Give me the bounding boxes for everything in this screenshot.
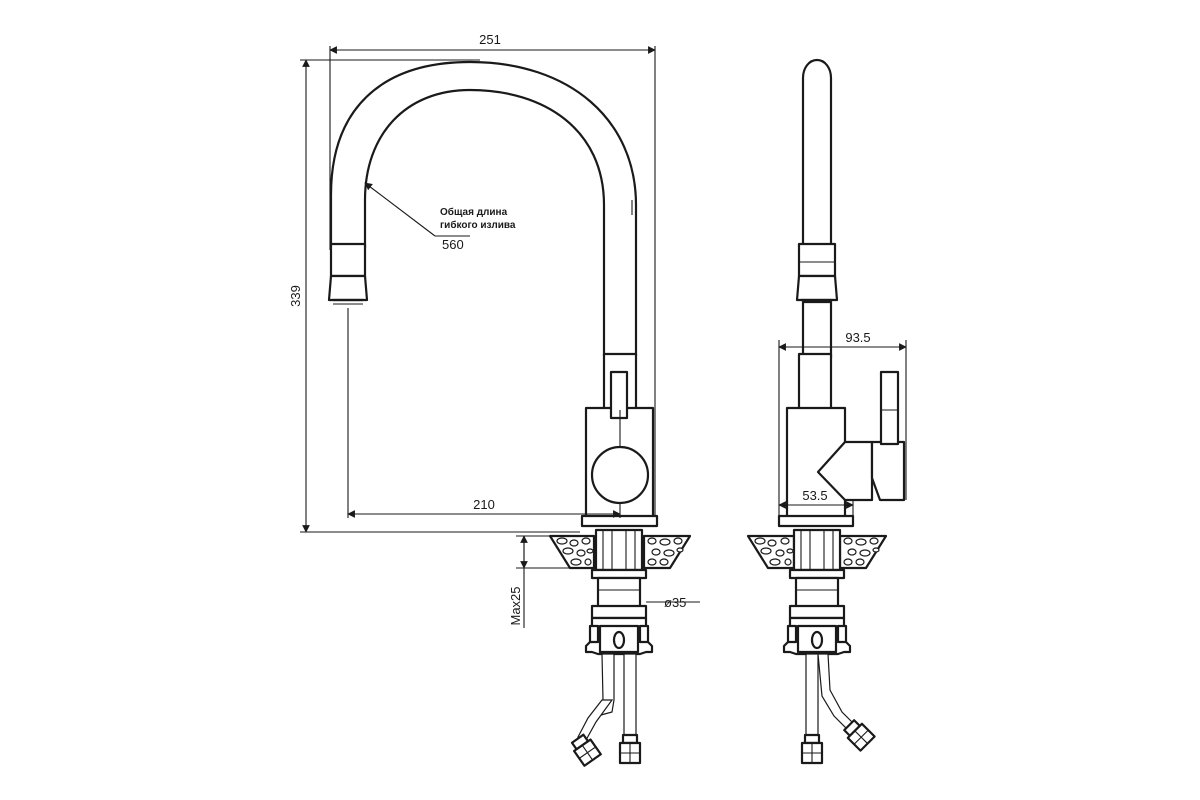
side-view: 93.5 53.5	[746, 58, 907, 765]
mounting-shank-front	[590, 528, 648, 620]
spout-inner-edge	[363, 88, 606, 358]
countertop-stone-front	[548, 534, 692, 570]
countertop-stone-side	[746, 534, 888, 570]
dimension-reach-210: 210	[347, 308, 621, 518]
width-251-label: 251	[479, 32, 501, 47]
height-339-label: 339	[288, 285, 303, 307]
dimension-diameter-35: ø35	[646, 595, 700, 610]
mounting-shank-side	[788, 528, 846, 620]
mounting-bracket-side	[782, 616, 852, 656]
reach-210-label: 210	[473, 497, 495, 512]
dimension-side-93-5: 93.5	[778, 330, 907, 525]
hose-note-line2: гибкого излива	[440, 219, 516, 231]
spout-outer-edge	[329, 60, 638, 358]
dimension-height-339: 339	[288, 59, 580, 533]
braided-hoses-side	[800, 653, 876, 765]
dimension-max25: Max25	[508, 535, 595, 628]
front-view: 251 339 Общая длина гибкого излива 560	[288, 32, 700, 767]
spout-nozzle	[327, 242, 369, 305]
side-neck	[801, 300, 833, 360]
faucet-body-front	[580, 352, 659, 528]
faucet-body-side	[777, 352, 906, 528]
hose-length-value: 560	[442, 237, 464, 252]
max25-label: Max25	[508, 586, 523, 625]
side-spout	[801, 58, 833, 250]
side-nozzle	[795, 242, 839, 302]
side-53-5-label: 53.5	[802, 488, 827, 503]
dimension-side-53-5: 53.5	[778, 488, 854, 518]
hose-length-callout: Общая длина гибкого излива 560	[364, 182, 516, 252]
diameter-35-label: ø35	[664, 595, 686, 610]
mounting-bracket-front	[584, 616, 654, 656]
braided-hoses-front	[570, 653, 642, 767]
side-93-5-label: 93.5	[845, 330, 870, 345]
hose-note-line1: Общая длина	[440, 206, 508, 218]
